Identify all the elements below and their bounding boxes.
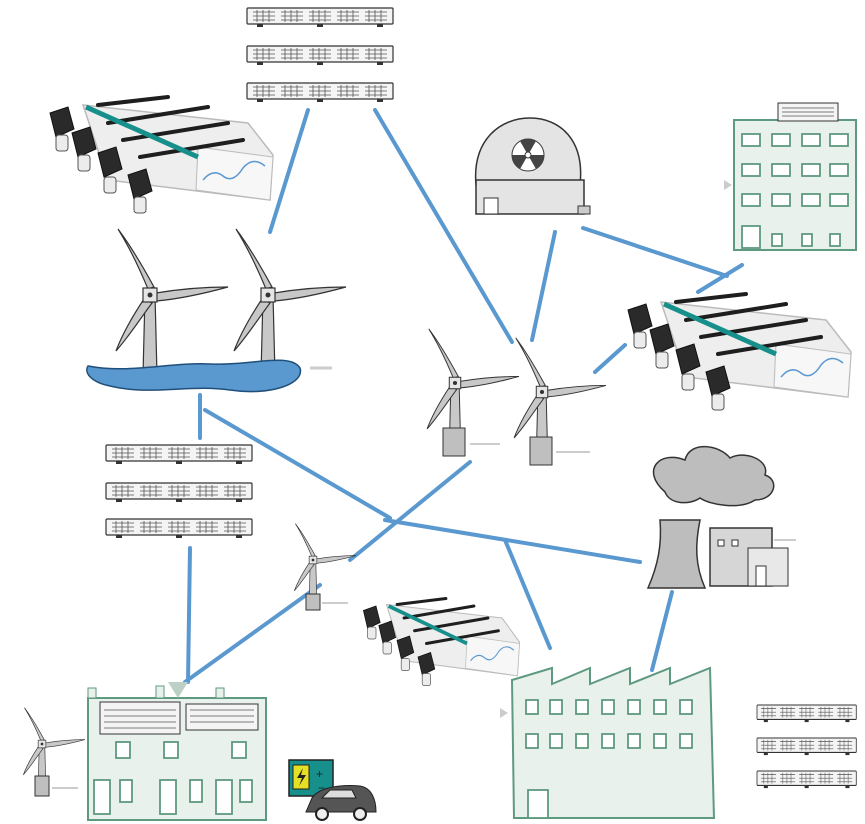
nuclear-plant-icon [474, 117, 591, 215]
solar-panel-icon [246, 7, 394, 103]
battery-storage-icon [361, 596, 522, 688]
onshore-wind-icon [426, 328, 607, 466]
solar-panel-icon [105, 444, 253, 539]
battery-storage-icon [50, 97, 273, 213]
office-building-icon [724, 102, 857, 251]
wind-turbine-icon [293, 523, 357, 611]
solar-panel-icon [756, 704, 857, 789]
row-house-icon [87, 682, 267, 821]
svg-text:+: + [316, 767, 323, 781]
svg-text:−: − [318, 781, 325, 795]
battery-storage-icon [628, 294, 851, 410]
offshore-wind-icon [86, 228, 347, 393]
coal-power-plant-icon [646, 445, 796, 589]
electric-car-icon [305, 785, 377, 821]
grid-connections [183, 108, 744, 684]
factory-icon [500, 666, 716, 819]
wind-turbine-icon [22, 707, 86, 797]
